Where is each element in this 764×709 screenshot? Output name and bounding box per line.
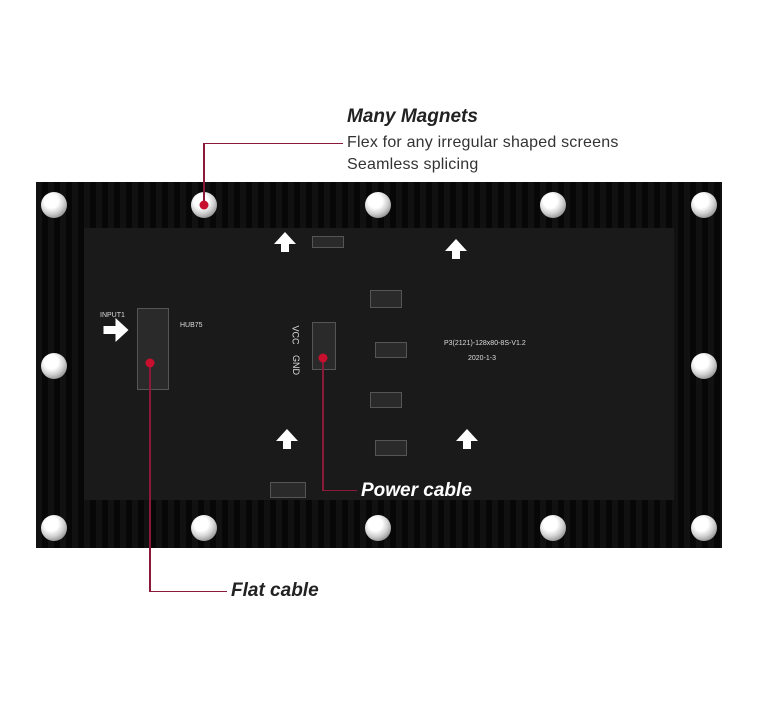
magnet: [691, 192, 717, 218]
magnet: [41, 192, 67, 218]
pcb-label-input: INPUT1: [100, 312, 125, 319]
callout-line: [203, 143, 343, 144]
arrow-up-icon: [445, 239, 467, 259]
magnet: [41, 515, 67, 541]
magnets-desc-2: Seamless splicing: [347, 156, 479, 173]
ic-chip: [375, 342, 407, 358]
flat-cable-title: Flat cable: [231, 580, 319, 601]
magnet: [365, 515, 391, 541]
pcb-label-date: 2020-1-3: [468, 355, 497, 362]
callout-dot: [145, 358, 155, 368]
callout-dot: [318, 353, 328, 363]
callout-line: [203, 143, 205, 205]
callout-line: [149, 591, 227, 592]
magnet: [540, 515, 566, 541]
ic-chip: [375, 440, 407, 456]
power-cable-title: Power cable: [361, 480, 472, 501]
pcb-surface: [84, 228, 674, 500]
pcb-label-hub: HUB75: [180, 322, 203, 329]
magnet: [191, 515, 217, 541]
magnet: [691, 353, 717, 379]
arrow-up-icon: [456, 429, 478, 449]
callout-line: [322, 358, 324, 491]
magnet: [691, 515, 717, 541]
magnets-desc-1: Flex for any irregular shaped screens: [347, 134, 619, 151]
callout-line: [149, 363, 151, 592]
arrow-right-icon: [103, 318, 129, 342]
arrow-up-icon: [274, 232, 296, 252]
callout-line: [322, 490, 357, 491]
ic-chip: [370, 392, 402, 408]
magnet: [41, 353, 67, 379]
pcb-label-vcc: VCC: [290, 325, 301, 345]
pcb-label-gnd: GND: [291, 355, 301, 375]
magnets-title: Many Magnets: [347, 106, 478, 127]
callout-dot: [199, 200, 209, 210]
pcb-label-model: P3(2121)-128x80-8S-V1.2: [444, 340, 526, 347]
power-connector: [312, 322, 336, 370]
ic-chip: [270, 482, 306, 498]
hub75-connector: [137, 308, 169, 390]
arrow-up-icon: [276, 429, 298, 449]
magnet: [365, 192, 391, 218]
ic-chip: [370, 290, 402, 308]
ic-chip: [312, 236, 344, 248]
magnet: [540, 192, 566, 218]
